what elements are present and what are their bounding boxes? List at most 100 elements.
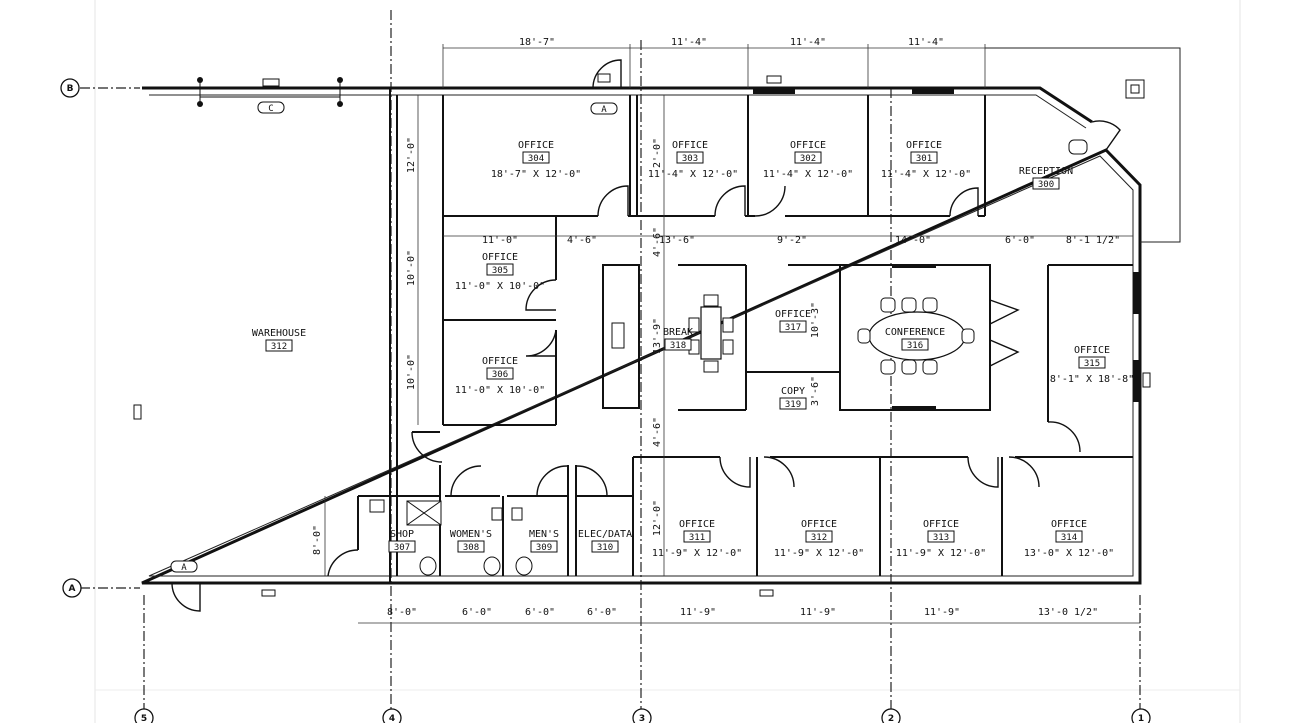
svg-text:312: 312: [811, 533, 827, 543]
svg-text:2'-0": 2'-0": [652, 138, 663, 168]
svg-text:4'-6": 4'-6": [652, 417, 663, 447]
svg-text:312: 312: [271, 342, 287, 352]
svg-text:OFFICE: OFFICE: [672, 140, 708, 151]
svg-text:11'-0": 11'-0": [482, 235, 518, 246]
room-300: RECEPTION 300: [1019, 166, 1073, 190]
svg-text:BREAK: BREAK: [663, 327, 693, 338]
svg-text:4: 4: [389, 714, 395, 723]
svg-text:OFFICE: OFFICE: [906, 140, 942, 151]
room-311: OFFICE 311 11'-9" X 12'-0": [652, 519, 742, 559]
svg-text:RECEPTION: RECEPTION: [1019, 166, 1073, 177]
grid-bubble-a: A: [62, 578, 82, 598]
svg-text:301: 301: [916, 154, 932, 164]
svg-text:WOMEN'S: WOMEN'S: [450, 529, 492, 540]
svg-text:318: 318: [670, 341, 686, 351]
svg-text:8'-1 1/2": 8'-1 1/2": [1066, 235, 1120, 246]
svg-text:8'-0": 8'-0": [312, 525, 323, 555]
svg-text:18'-7" X 12'-0": 18'-7" X 12'-0": [491, 169, 581, 180]
svg-text:9'-2": 9'-2": [777, 235, 807, 246]
svg-text:COPY: COPY: [781, 386, 805, 397]
svg-text:4'-6": 4'-6": [652, 227, 663, 257]
vertical-dimensions: 12'-0" 10'-0" 10'-0" 2'-0" 4'-6" 13'-9" …: [312, 137, 821, 555]
room-318: BREAK 318: [663, 327, 693, 351]
svg-text:11'-9" X 12'-0": 11'-9" X 12'-0": [774, 548, 864, 559]
room-312: OFFICE 312 11'-9" X 12'-0": [774, 519, 864, 559]
svg-text:12'-0": 12'-0": [406, 137, 417, 173]
room-316: CONFERENCE 316: [885, 327, 945, 351]
grid-bubble-b: B: [60, 78, 80, 98]
room-317: OFFICE 317: [775, 309, 811, 333]
room-315: OFFICE 315 8'-1" X 18'-8": [1050, 345, 1134, 385]
svg-text:314: 314: [1061, 533, 1077, 543]
svg-text:18'-7": 18'-7": [519, 37, 555, 48]
svg-text:6'-0": 6'-0": [587, 607, 617, 618]
svg-text:A: A: [601, 105, 607, 115]
svg-text:11'-4": 11'-4": [790, 37, 826, 48]
svg-text:5: 5: [141, 714, 147, 723]
mid-dimensions: 11'-0" 4'-6" 13'-6" 9'-2" 14'-0" 6'-0" 8…: [482, 235, 1120, 246]
svg-text:C: C: [268, 104, 273, 114]
svg-text:11'-9" X 12'-0": 11'-9" X 12'-0": [652, 548, 742, 559]
svg-text:11'-4": 11'-4": [908, 37, 944, 48]
svg-text:A: A: [181, 563, 187, 573]
svg-text:313: 313: [933, 533, 949, 543]
door-tag-a-top: A: [590, 102, 618, 115]
svg-text:300: 300: [1038, 180, 1054, 190]
svg-text:3'-6": 3'-6": [810, 376, 821, 406]
svg-text:10'-0": 10'-0": [406, 354, 417, 390]
svg-text:10'-3": 10'-3": [810, 302, 821, 338]
top-dimensions: 18'-7" 11'-4" 11'-4" 11'-4": [519, 37, 944, 48]
svg-text:11'-9": 11'-9": [800, 607, 836, 618]
svg-text:13'-6": 13'-6": [659, 235, 695, 246]
svg-text:13'-0" X 12'-0": 13'-0" X 12'-0": [1024, 548, 1114, 559]
room-304: OFFICE 304 18'-7" X 12'-0": [491, 140, 581, 180]
svg-text:11'-9" X 12'-0": 11'-9" X 12'-0": [896, 548, 986, 559]
interior-walls: [357, 88, 1133, 583]
svg-text:10'-0": 10'-0": [406, 250, 417, 286]
svg-text:OFFICE: OFFICE: [482, 252, 518, 263]
room-305: OFFICE 305 11'-0" X 10'-0": [455, 252, 545, 292]
svg-text:8'-0": 8'-0": [387, 607, 417, 618]
room-309: MEN'S 309: [529, 529, 559, 553]
svg-text:319: 319: [785, 400, 801, 410]
svg-text:CONFERENCE: CONFERENCE: [885, 327, 945, 338]
door-tag-c: C: [257, 101, 285, 114]
svg-text:OFFICE: OFFICE: [775, 309, 811, 320]
room-302: OFFICE 302 11'-4" X 12'-0": [763, 140, 853, 180]
room-306: OFFICE 306 11'-0" X 10'-0": [455, 356, 545, 396]
svg-text:OFFICE: OFFICE: [1051, 519, 1087, 530]
svg-text:14'-0": 14'-0": [895, 235, 931, 246]
room-310: ELEC/DATA 310: [578, 529, 632, 553]
svg-text:306: 306: [492, 370, 508, 380]
svg-text:4'-6": 4'-6": [567, 235, 597, 246]
svg-text:WAREHOUSE: WAREHOUSE: [252, 328, 306, 339]
room-313: OFFICE 313 11'-9" X 12'-0": [896, 519, 986, 559]
svg-text:MEN'S: MEN'S: [529, 529, 559, 540]
svg-text:11'-4": 11'-4": [671, 37, 707, 48]
grid-bubble-5: 5: [134, 708, 154, 723]
room-314: OFFICE 314 13'-0" X 12'-0": [1024, 519, 1114, 559]
svg-text:311: 311: [689, 533, 705, 543]
svg-text:ELEC/DATA: ELEC/DATA: [578, 529, 632, 540]
svg-text:OFFICE: OFFICE: [482, 356, 518, 367]
svg-text:13'-0 1/2": 13'-0 1/2": [1038, 607, 1098, 618]
grid-bubble-3: 3: [632, 708, 652, 723]
svg-text:11'-4" X 12'-0": 11'-4" X 12'-0": [763, 169, 853, 180]
dimension-lines: [324, 44, 1140, 624]
conference-table: [857, 297, 975, 375]
room-303: OFFICE 303 11'-4" X 12'-0": [648, 140, 738, 180]
svg-text:309: 309: [536, 543, 552, 553]
svg-text:A: A: [69, 584, 76, 594]
svg-text:OFFICE: OFFICE: [1074, 345, 1110, 356]
room-301: OFFICE 301 11'-4" X 12'-0": [881, 140, 971, 180]
overhead-door: [197, 77, 343, 107]
svg-text:2: 2: [888, 714, 894, 723]
svg-text:3: 3: [639, 714, 645, 723]
svg-text:6'-0": 6'-0": [462, 607, 492, 618]
svg-text:B: B: [67, 84, 74, 94]
grid-bubble-4: 4: [382, 708, 402, 723]
svg-text:310: 310: [597, 543, 613, 553]
svg-text:8'-1" X 18'-8": 8'-1" X 18'-8": [1050, 374, 1134, 385]
svg-text:1: 1: [1138, 714, 1144, 723]
